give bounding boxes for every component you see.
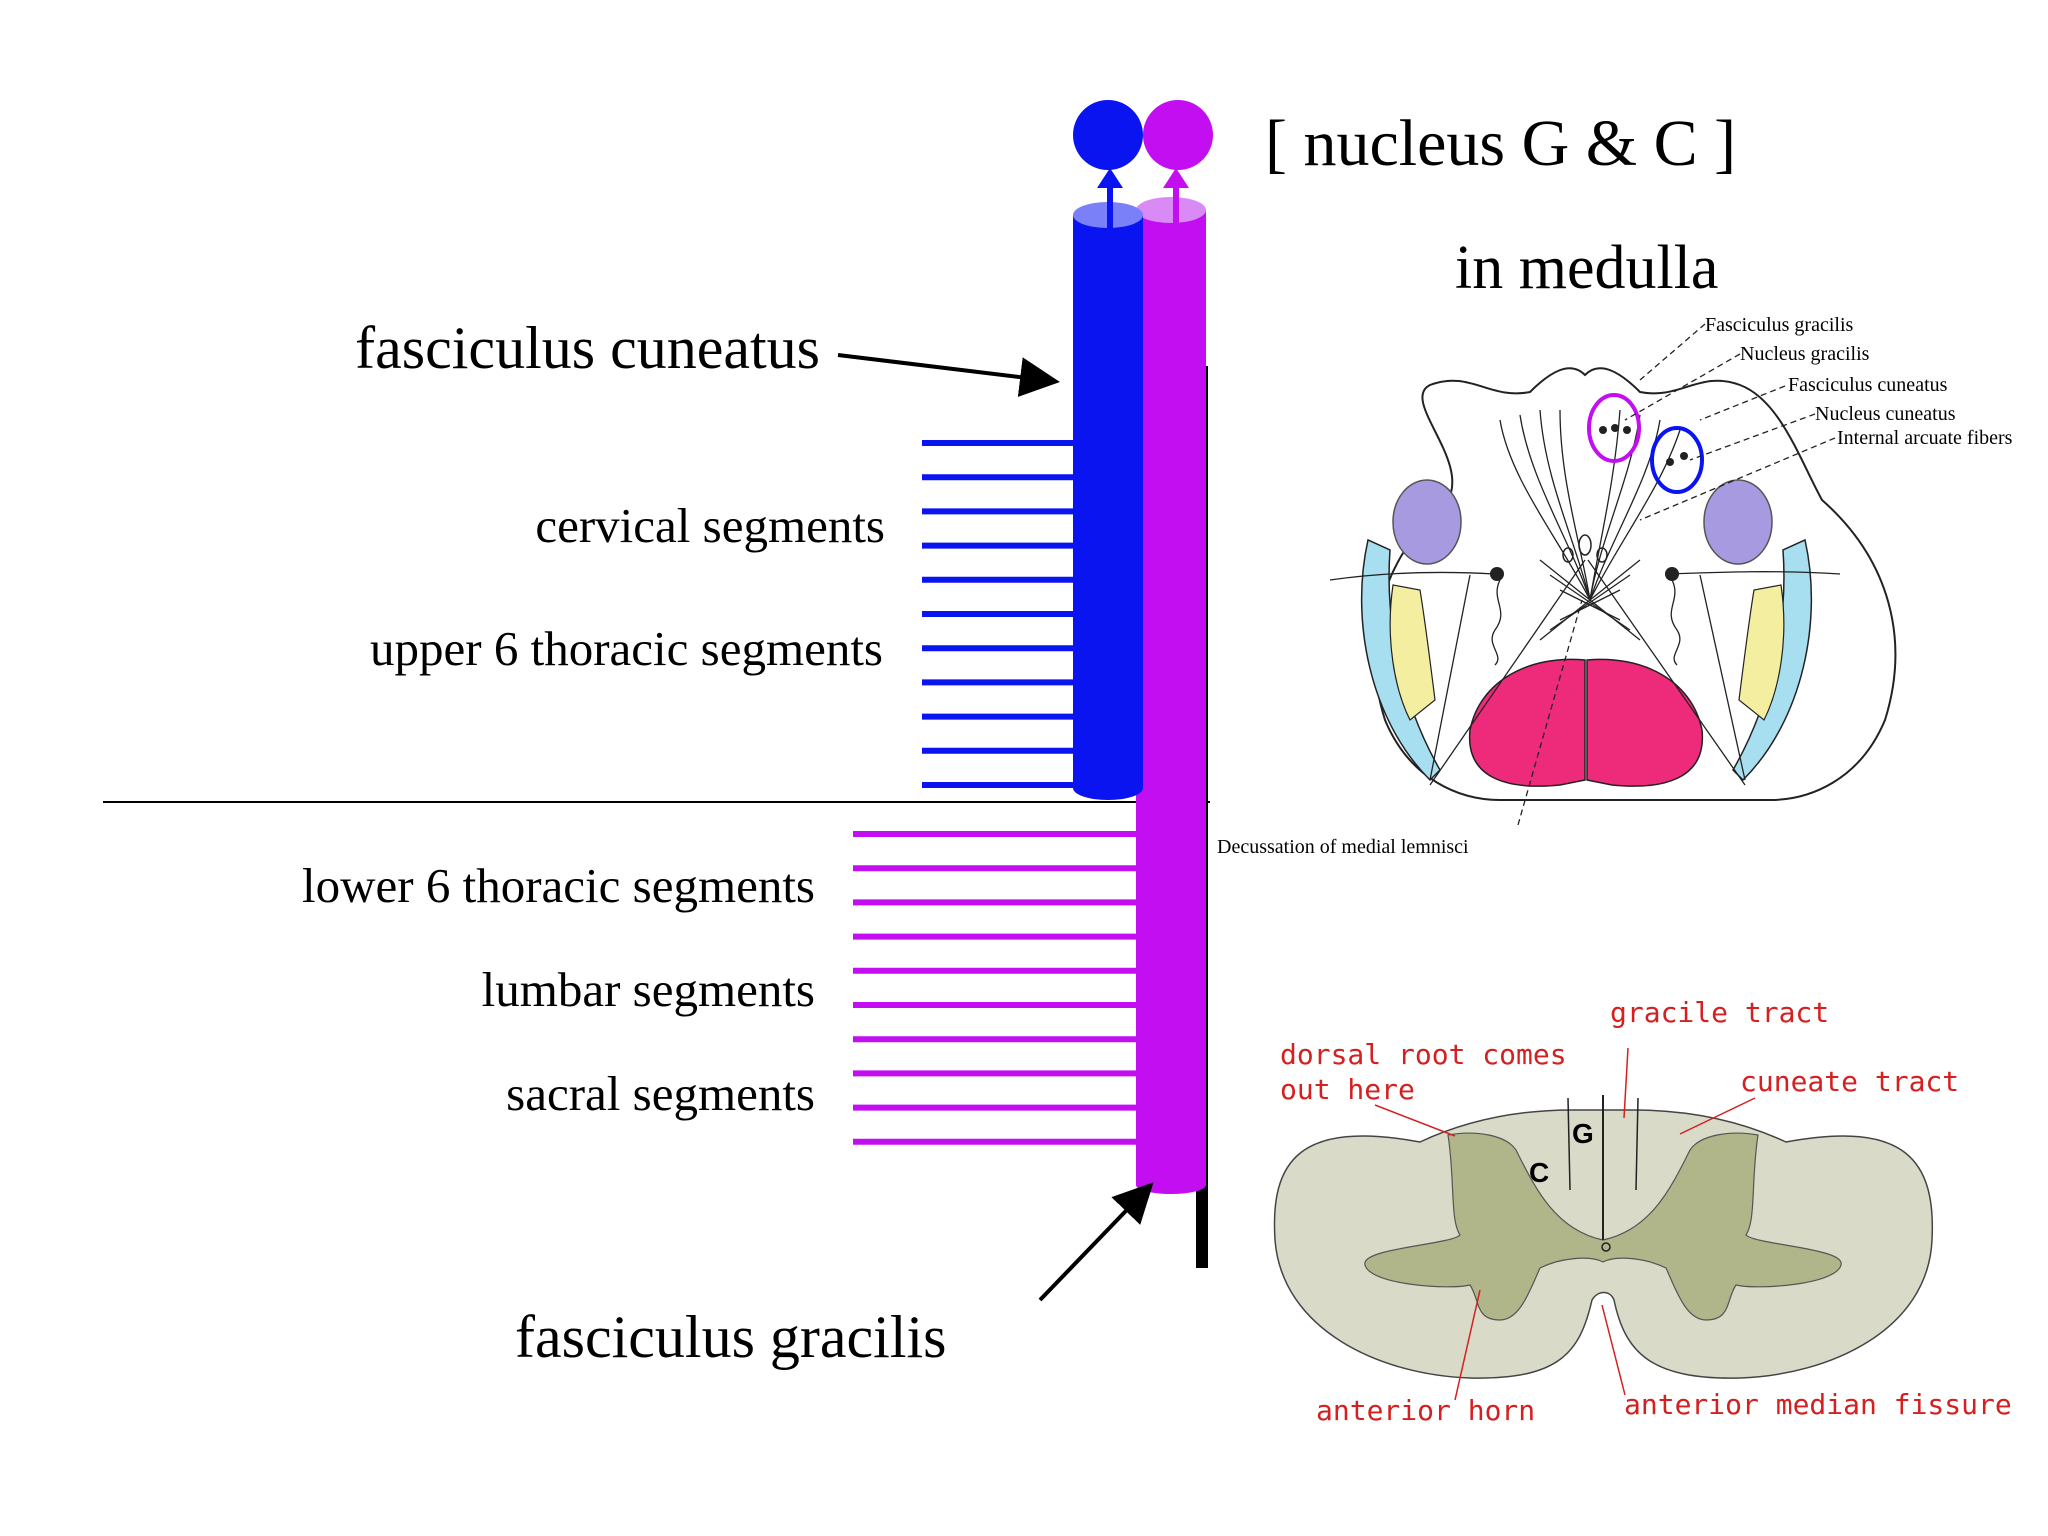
cord-gray-matter: [1364, 1132, 1842, 1321]
fasciculus-cuneatus-label: fasciculus cuneatus: [355, 315, 820, 381]
lumbar-segments-label: lumbar segments: [482, 962, 815, 1017]
cervical-segments-label: cervical segments: [535, 498, 885, 553]
olive-left: [1392, 479, 1462, 565]
medulla-cross-section: Fasciculus gracilis Nucleus gracilis Fas…: [1217, 314, 2013, 858]
olive-right: [1703, 479, 1773, 565]
spinal-cord-cross-section: G C gracile tract dorsal root comes out …: [1273, 996, 2012, 1427]
anterior-horn-label: anterior horn: [1316, 1394, 1535, 1427]
medulla-subtitle: in medulla: [1455, 234, 1718, 302]
nucleus-title: [ nucleus G & C ]: [1265, 107, 1736, 180]
upper-thoracic-label: upper 6 thoracic segments: [370, 621, 883, 676]
gracilis-segment-fibers: [853, 831, 1138, 1145]
medulla-label-fasciculus-cuneatus: Fasciculus cuneatus: [1788, 374, 1948, 396]
nucleus-gracilis-circle: [1143, 100, 1213, 226]
dorsal-root-label-line1: dorsal root comes: [1280, 1038, 1567, 1071]
medulla-label-nucleus-gracilis: Nucleus gracilis: [1740, 343, 1870, 365]
pyramid-left: [1468, 658, 1586, 787]
spinocerebellar-left: [1389, 584, 1436, 721]
sacral-segments-label: sacral segments: [506, 1066, 815, 1121]
anterior-median-fissure-label: anterior median fissure: [1624, 1388, 2012, 1421]
cord-letter-g: G: [1572, 1118, 1594, 1149]
medulla-label-decussation: Decussation of medial lemnisci: [1217, 836, 1469, 858]
fasciculus-gracilis-label: fasciculus gracilis: [515, 1304, 947, 1370]
spinocerebellar-right: [1738, 584, 1785, 721]
nucleus-cuneatus-highlight: [1650, 426, 1704, 494]
cuneatus-pointer-arrow: [837, 353, 1060, 397]
fasciculus-gracilis-column: [1136, 197, 1206, 1194]
nucleus-gracilis-highlight: [1587, 393, 1641, 463]
lower-thoracic-label: lower 6 thoracic segments: [302, 858, 815, 913]
cord-letter-c: C: [1529, 1157, 1549, 1188]
fasciculus-cuneatus-column: [1073, 202, 1143, 800]
dorsal-root-label-line2: out here: [1280, 1073, 1415, 1106]
gracile-tract-label: gracile tract: [1610, 996, 1829, 1029]
medulla-label-nucleus-cuneatus: Nucleus cuneatus: [1815, 403, 1956, 425]
gracilis-pointer-arrow: [1038, 1182, 1154, 1302]
medulla-label-internal-arcuate: Internal arcuate fibers: [1837, 427, 2013, 449]
pyramid-right: [1586, 658, 1704, 787]
medulla-label-fasciculus-gracilis: Fasciculus gracilis: [1705, 314, 1854, 336]
cuneate-tract-label: cuneate tract: [1740, 1065, 1959, 1098]
cuneatus-segment-fibers: [922, 440, 1076, 788]
nucleus-cuneatus-circle: [1073, 100, 1143, 228]
